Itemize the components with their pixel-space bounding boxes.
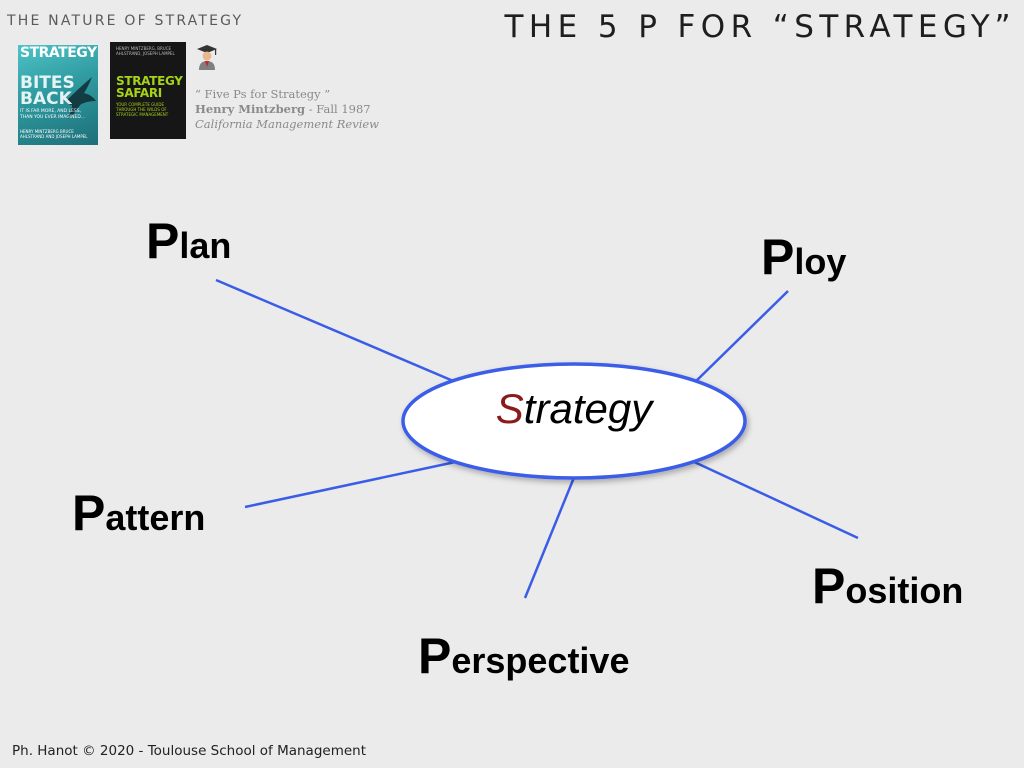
connector-pattern bbox=[244, 459, 461, 509]
book2-title: STRATEGY SAFARI bbox=[116, 74, 183, 100]
central-ellipse bbox=[401, 362, 747, 480]
node-pattern-rest: attern bbox=[105, 497, 206, 538]
connector-ploy bbox=[689, 290, 789, 388]
connector-plan bbox=[215, 278, 459, 385]
node-perspective-rest: erspective bbox=[451, 640, 630, 681]
node-ploy: Ploy bbox=[761, 232, 846, 282]
section-label: THE NATURE OF STRATEGY bbox=[7, 13, 244, 29]
book1-authors: HENRY MINTZBERG BRUCE AHLSTRAND AND JOSE… bbox=[20, 129, 88, 139]
book1-tagline: IT IS FAR MORE, AND LESS, THAN YOU EVER … bbox=[20, 109, 86, 120]
reference-date: - Fall 1987 bbox=[305, 102, 371, 116]
connector-perspective bbox=[523, 474, 577, 599]
node-ploy-rest: loy bbox=[794, 241, 847, 282]
center-first-letter: S bbox=[495, 385, 524, 432]
book2-authors: HENRY MINTZBERG, BRUCE AHLSTRAND, JOSEPH… bbox=[116, 46, 175, 56]
node-perspective-first-letter: P bbox=[418, 628, 452, 684]
center-label-strategy: Strategy bbox=[496, 385, 652, 433]
reference-citation: “ Five Ps for Strategy ” Henry Mintzberg… bbox=[195, 87, 379, 132]
node-position-rest: osition bbox=[845, 570, 964, 611]
reference-author-line: Henry Mintzberg - Fall 1987 bbox=[195, 102, 379, 117]
center-rest: trategy bbox=[523, 385, 653, 432]
shark-icon bbox=[66, 77, 96, 119]
connector-position bbox=[689, 458, 859, 540]
node-plan-first-letter: P bbox=[146, 213, 180, 269]
book2-tagline: YOUR COMPLETE GUIDE THROUGH THE WILDS OF… bbox=[116, 102, 169, 117]
node-plan: Plan bbox=[146, 216, 231, 266]
node-position: Position bbox=[812, 561, 963, 611]
reference-journal: California Management Review bbox=[195, 117, 380, 131]
node-pattern-first-letter: P bbox=[72, 485, 106, 541]
slide-title: THE 5 P FOR “STRATEGY” bbox=[504, 9, 1016, 45]
node-plan-rest: lan bbox=[179, 225, 232, 266]
node-pattern: Pattern bbox=[72, 488, 205, 538]
node-ploy-first-letter: P bbox=[761, 229, 795, 285]
node-perspective: Perspective bbox=[418, 631, 629, 681]
book-cover-strategy-safari: HENRY MINTZBERG, BRUCE AHLSTRAND, JOSEPH… bbox=[110, 42, 186, 139]
node-position-first-letter: P bbox=[812, 558, 846, 614]
reference-quote: “ Five Ps for Strategy ” bbox=[195, 87, 331, 101]
graduate-icon bbox=[197, 45, 217, 70]
book1-title: STRATEGY bbox=[20, 45, 97, 61]
footer-copyright: Ph. Hanot © 2020 - Toulouse School of Ma… bbox=[12, 743, 367, 759]
book1-subtitle: BITES BACK bbox=[20, 73, 75, 109]
reference-author: Henry Mintzberg bbox=[195, 102, 306, 116]
book-cover-strategy-bites-back: STRATEGY BITES BACK IT IS FAR MORE, AND … bbox=[18, 45, 98, 145]
